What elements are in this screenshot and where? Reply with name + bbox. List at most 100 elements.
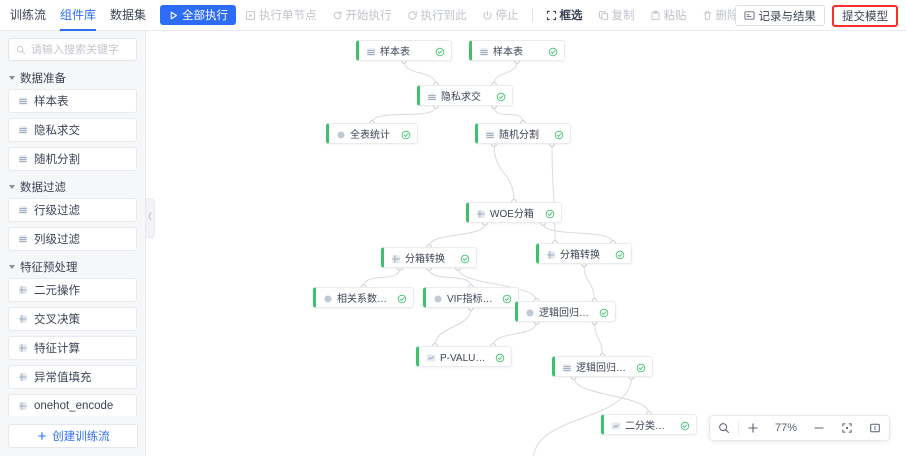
submit-model-button[interactable]: 提交模型 [832,4,898,27]
records-and-results-label: 记录与结果 [758,10,817,23]
action-trash-button: 删除 [696,5,745,25]
component-label: 交叉决策 [34,314,80,326]
tab-3[interactable]: 数据集 [110,0,146,31]
node-status-success-icon [615,249,625,259]
fullscreen-button[interactable] [861,415,889,441]
flow-edge [493,60,518,86]
tab-1[interactable]: 训练流 [10,0,46,31]
node-status-success-icon [599,307,609,317]
flow-edge [493,105,524,124]
node-label: 全表统计 [350,130,390,141]
plus-icon [36,431,47,442]
create-training-flow-button[interactable]: 创建训练流 [8,424,138,448]
node-status-success-icon [397,293,407,303]
action-play-button[interactable]: 全部执行 [160,5,237,25]
flow-edge [428,222,486,248]
grid-icon [546,249,555,259]
node-status-success-icon [554,129,564,139]
flow-edge [403,60,437,86]
resume-icon [332,10,343,21]
tab-2[interactable]: 组件库 [60,0,97,31]
node-status-success-icon [680,420,690,430]
component-item[interactable]: 特征计算 [8,336,137,360]
flow-node[interactable]: 逻辑回归训练 [515,301,616,322]
flow-node[interactable]: 二分类评估 [601,414,697,435]
component-label: 随机分割 [34,154,80,166]
zoom-in-button[interactable] [739,415,767,441]
circle-icon [525,307,534,317]
component-item[interactable]: 随机分割 [8,147,137,171]
category-header-1[interactable]: 数据准备 [8,67,137,89]
category-label: 数据过滤 [20,182,66,194]
component-label: 样本表 [34,96,69,108]
component-category-list: 数据准备样本表隐私求交随机分割数据过滤行级过滤列级过滤特征预处理二元操作交叉决策… [0,65,145,427]
flow-node[interactable]: 随机分割 [475,123,571,144]
table-icon [18,234,28,244]
right-actions: 记录与结果 提交模型 [734,0,898,31]
node-status-success-icon [435,46,445,56]
category-header-3[interactable]: 特征预处理 [8,256,137,278]
component-item[interactable]: onehot_encode [8,394,137,418]
tab-label: 训练流 [10,7,47,22]
component-item[interactable]: 隐私求交 [8,118,137,142]
fit-view-button[interactable] [833,415,861,441]
grid-icon [18,401,28,411]
chevron-left-icon [147,211,153,225]
flow-node[interactable]: 分箱转换 [381,247,477,268]
node-label: 样本表 [380,47,410,58]
play-icon [168,10,179,21]
component-item[interactable]: 异常值填充 [8,365,137,389]
flow-node[interactable]: 逻辑回归预测 [552,356,653,377]
circle-icon [323,293,332,303]
toolbar-divider [531,8,533,22]
flow-node[interactable]: 样本表 [469,40,565,61]
component-item[interactable]: 列级过滤 [8,227,137,251]
node-label: 分箱转换 [405,254,445,265]
submit-model-label: 提交模型 [842,10,888,23]
node-label: 逻辑回归训练 [539,308,593,319]
grid-icon [18,343,28,353]
component-item[interactable]: 二元操作 [8,278,137,302]
component-item[interactable]: 交叉决策 [8,307,137,331]
table-icon [18,125,28,135]
table-icon [18,205,28,215]
action-marquee-button[interactable]: 框选 [540,5,589,25]
records-and-results-button[interactable]: 记录与结果 [734,5,825,26]
node-label: 随机分割 [499,130,539,141]
component-item[interactable]: 行级过滤 [8,198,137,222]
action-copy-button: 复制 [592,5,641,25]
node-status-success-icon [495,352,505,362]
search-input[interactable] [31,43,129,56]
canvas-search-button[interactable] [710,415,738,441]
flow-node[interactable]: 样本表 [356,40,452,61]
category-label: 数据准备 [20,73,66,85]
step-icon [245,10,256,21]
flow-edge [551,143,556,244]
action-label: 执行单节点 [259,10,317,22]
flow-node[interactable]: WOE分箱 [466,202,562,223]
flow-node[interactable]: P-VALUE评估 [416,346,512,367]
node-status-success-icon [496,91,506,101]
component-item[interactable]: 样本表 [8,89,137,113]
flow-edge [492,321,537,347]
stop-icon [482,10,493,21]
flow-node[interactable]: 分箱转换 [536,243,632,264]
zoom-out-button[interactable] [805,415,833,441]
flow-node[interactable]: VIF指标计算 [423,287,519,308]
search-area [0,31,145,65]
action-label: 执行到此 [420,10,467,22]
search-box[interactable] [8,38,137,61]
flow-node[interactable]: 相关系数矩阵 [313,287,414,308]
flow-node[interactable]: 隐私求交 [417,85,513,106]
category-header-2[interactable]: 数据过滤 [8,176,137,198]
zoom-level-label[interactable]: 77% [774,422,797,434]
copy-icon [598,10,609,21]
component-label: 隐私求交 [34,125,80,137]
flow-node[interactable]: 全表统计 [326,123,418,144]
sidebar-collapse-handle[interactable] [146,198,155,238]
node-status-success-icon [502,293,512,303]
chevron-down-icon [9,185,15,189]
tab-bar: 训练流组件库数据集 [0,0,146,31]
